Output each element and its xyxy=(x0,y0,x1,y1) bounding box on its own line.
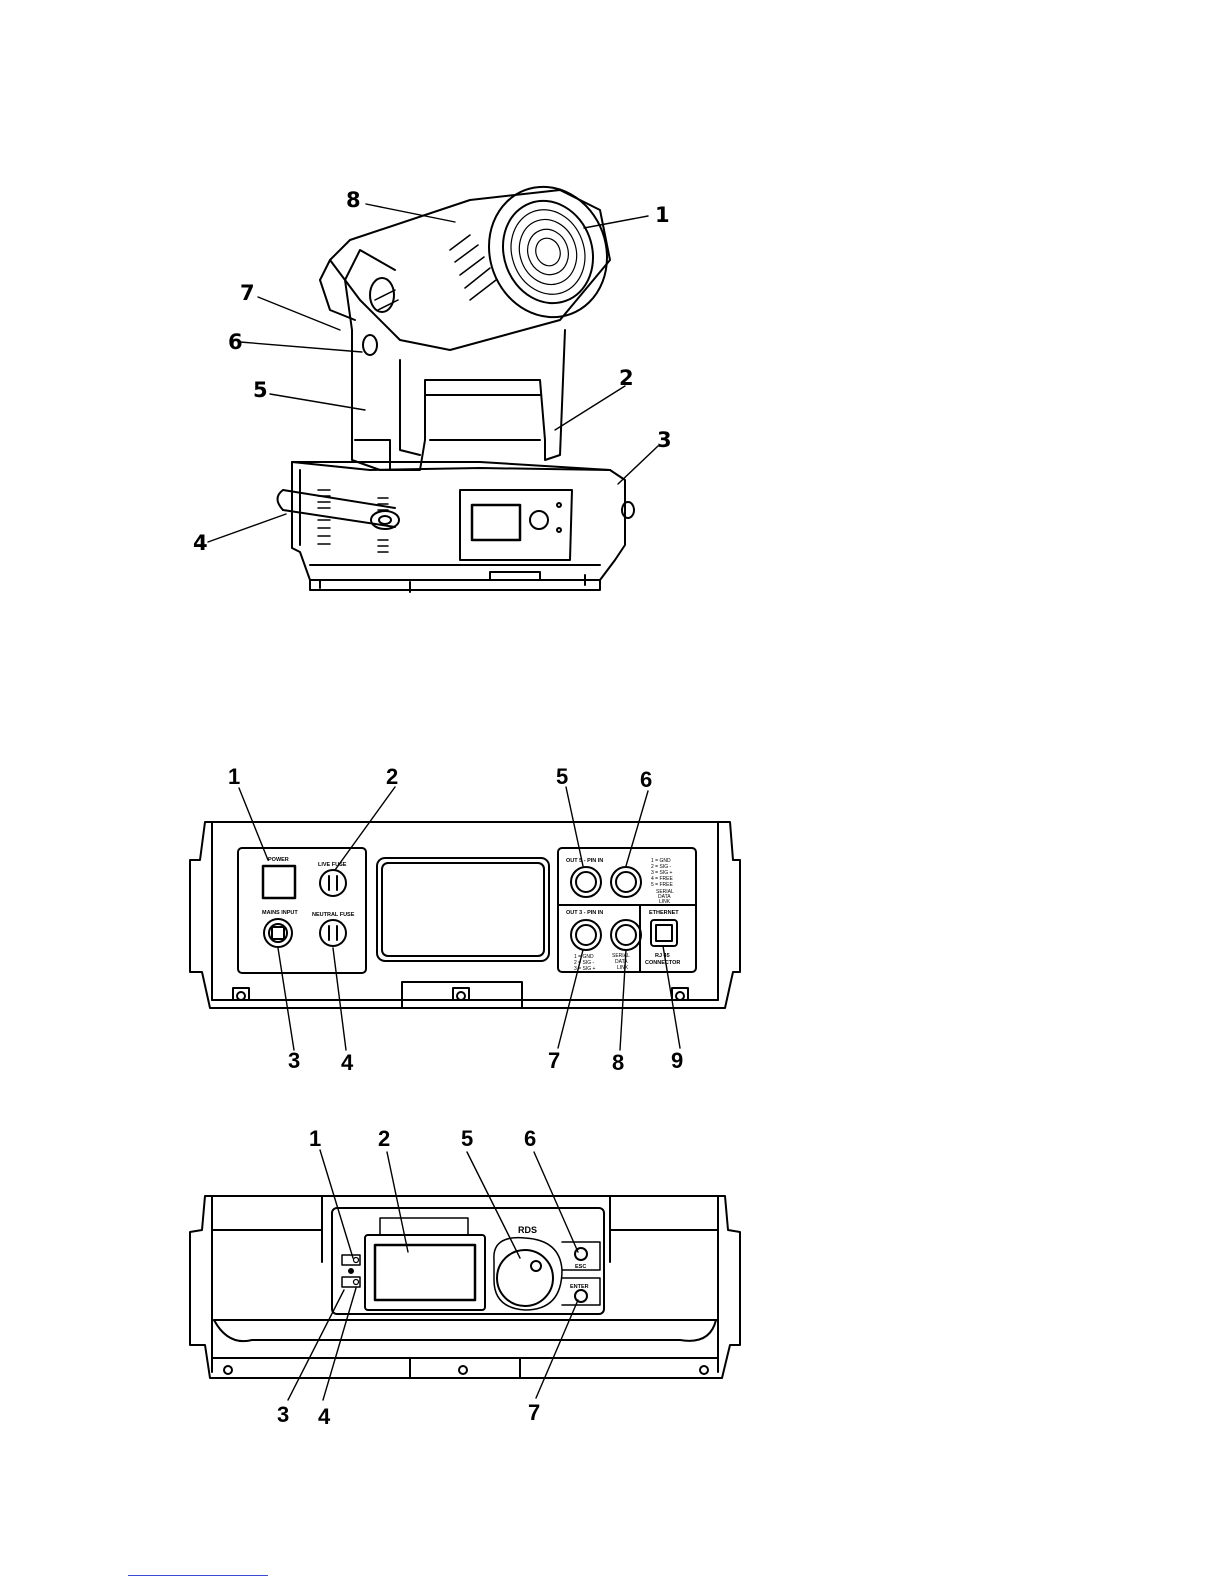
figure2-leaders xyxy=(239,787,680,1050)
figure3-callouts: 1 2 5 6 3 4 7 xyxy=(277,1126,540,1429)
xlr3-header-label: OUT 3 - PIN IN xyxy=(566,910,603,916)
rj45-label: CONNECTOR xyxy=(645,960,680,966)
callout-fig2-5: 5 xyxy=(556,764,568,789)
live-fuse-label: LIVE FUSE xyxy=(318,862,347,868)
callout-fig1-2: 2 xyxy=(619,366,634,390)
callout-fig2-9: 9 xyxy=(671,1048,683,1073)
callout-fig3-6: 6 xyxy=(524,1126,536,1151)
callout-fig1-6: 6 xyxy=(228,330,243,354)
callout-fig2-6: 6 xyxy=(640,767,652,792)
footer-link-underline xyxy=(128,1575,268,1576)
moving-head-fixture xyxy=(278,170,635,592)
ethernet-label: ETHERNET xyxy=(649,910,679,916)
serial-data-link-bottom: LINK xyxy=(617,965,629,971)
callout-fig2-8: 8 xyxy=(612,1050,624,1075)
callout-fig3-1: 1 xyxy=(309,1126,321,1151)
mains-input-label: MAINS INPUT xyxy=(262,910,298,916)
callout-fig1-1: 1 xyxy=(655,203,670,227)
esc-label: ESC xyxy=(575,1264,586,1270)
callout-fig2-7: 7 xyxy=(548,1048,560,1073)
neutral-fuse-label: NEUTRAL FUSE xyxy=(312,912,355,918)
callout-fig3-2: 2 xyxy=(378,1126,390,1151)
figure2-callouts: 1 2 5 6 3 4 7 8 9 xyxy=(228,764,683,1075)
xlr5-header-label: OUT 5 - PIN IN xyxy=(566,858,603,864)
callout-fig3-3: 3 xyxy=(277,1402,289,1427)
enter-label: ENTER xyxy=(570,1284,589,1290)
callout-fig3-4: 4 xyxy=(318,1404,331,1429)
front-panel xyxy=(190,1196,740,1378)
figure1-leaders xyxy=(208,204,658,542)
callout-fig3-7: 7 xyxy=(528,1400,540,1425)
callout-fig1-5: 5 xyxy=(253,378,268,402)
figure1-callouts: 8 1 7 6 5 2 3 4 xyxy=(193,188,672,555)
callout-fig2-4: 4 xyxy=(341,1050,354,1075)
serial-data-link-top: LINK xyxy=(659,899,671,905)
rj45-label: RJ 45 xyxy=(655,953,670,959)
callout-fig2-2: 2 xyxy=(386,764,398,789)
callout-fig3-5: 5 xyxy=(461,1126,473,1151)
callout-fig2-3: 3 xyxy=(288,1048,300,1073)
brand-label: RDS xyxy=(518,1225,537,1235)
callout-fig2-1: 1 xyxy=(228,764,240,789)
pin3-legend-line: 3 = SIG + xyxy=(574,966,595,972)
pin5-legend-line: 5 = FREE xyxy=(651,882,673,888)
callout-fig1-4: 4 xyxy=(193,531,208,555)
callout-fig1-7: 7 xyxy=(240,281,255,305)
callout-fig1-3: 3 xyxy=(657,428,672,452)
power-label: POWER xyxy=(268,857,289,863)
callout-fig1-8: 8 xyxy=(346,188,361,212)
